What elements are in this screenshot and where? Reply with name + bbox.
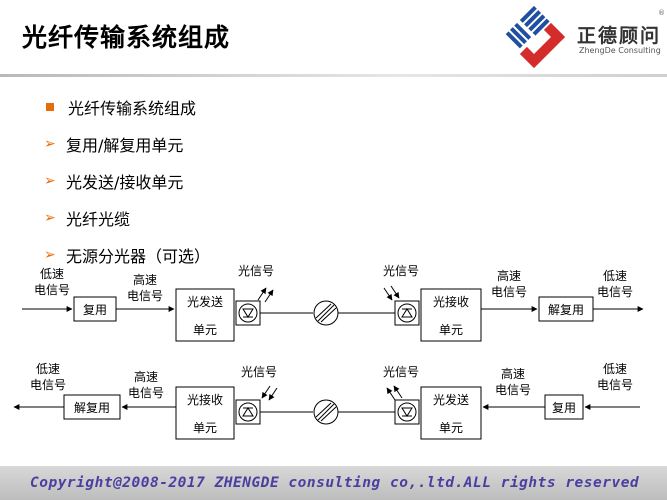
arrow-bullet-icon: ➢: [44, 246, 56, 263]
photodiode-icon: [397, 303, 417, 323]
low-speed-label: 低速: [603, 362, 627, 376]
footer-bar: Copyright@2008-2017 ZHENGDE consulting c…: [0, 466, 667, 500]
tx-unit-label: 光发送: [187, 294, 223, 309]
mux-label: 复用: [83, 303, 107, 317]
logo-mark-icon: [505, 6, 566, 68]
arrow-bullet-icon: ➢: [44, 209, 56, 226]
laser-diode-icon: [238, 303, 258, 323]
mux-box: [544, 394, 584, 420]
demux-label: 解复用: [548, 303, 584, 317]
demux-label: 解复用: [74, 401, 110, 415]
bullet-item: ➢ 复用/解复用单元: [44, 125, 210, 162]
rx-unit-box: [420, 288, 482, 342]
logo-brand-cn: 正德顾问: [577, 25, 662, 47]
arrow-bullet-icon: ➢: [44, 135, 56, 152]
high-speed-label: 高速: [501, 366, 525, 381]
square-bullet-icon: [46, 102, 54, 111]
bullet-text: 光发送/接收单元: [66, 172, 184, 192]
photodiode-box: [235, 399, 261, 425]
demux-box: [538, 296, 594, 322]
registered-mark: ®: [658, 9, 665, 17]
light-reception-icon: [261, 385, 278, 401]
company-logo: 正德顾问 ZhengDe Consulting ®: [498, 6, 665, 68]
tx-unit-box: [175, 288, 235, 342]
laser-diode-box: [235, 300, 261, 326]
bullet-list: 光纤传输系统组成 ➢ 复用/解复用单元 ➢ 光发送/接收单元 ➢ 光纤光缆 ➢ …: [44, 88, 210, 273]
photodiode-icon: [238, 402, 258, 422]
low-speed-label: 低速: [40, 267, 64, 281]
light-emission-icon: [257, 287, 274, 303]
diagram-row-2: 低速 电信号 解复用 高速 电信号 光接收 单元 光信号 光信号: [13, 362, 640, 440]
tx-unit-label: 单元: [193, 323, 217, 337]
optical-signal-label: 光信号: [241, 365, 277, 379]
photodiode-box: [394, 300, 420, 326]
bullet-text: 无源分光器（可选）: [66, 246, 211, 266]
laser-diode-icon: [397, 402, 417, 422]
bullet-item: ➢ 无源分光器（可选）: [44, 236, 210, 273]
bullet-text: 光纤光缆: [66, 209, 131, 229]
low-speed-label: 电信号: [34, 283, 70, 297]
high-speed-label: 高速: [134, 369, 158, 384]
tx-unit-label: 光发送: [433, 392, 469, 407]
bullet-item: 光纤传输系统组成: [44, 88, 210, 125]
slide-title: 光纤传输系统组成: [22, 23, 231, 52]
title-divider: [0, 74, 667, 77]
fiber-coil-icon: [313, 399, 339, 425]
logo-brand-en: ZhengDe Consulting: [579, 46, 661, 55]
high-speed-label: 高速: [133, 272, 157, 287]
light-reception-icon: [383, 285, 400, 301]
high-speed-label: 电信号: [127, 289, 163, 303]
rx-unit-label: 单元: [193, 421, 217, 435]
rx-unit-label: 光接收: [433, 294, 469, 309]
bullet-text: 复用/解复用单元: [66, 135, 184, 155]
high-speed-label: 电信号: [491, 285, 527, 299]
high-speed-label: 高速: [497, 268, 521, 283]
bullet-item: ➢ 光发送/接收单元: [44, 162, 210, 199]
low-speed-label: 电信号: [30, 378, 66, 392]
laser-diode-box: [394, 399, 420, 425]
demux-box: [63, 394, 121, 420]
light-emission-icon: [386, 385, 403, 401]
fiber-system-diagram: 低速 电信号 复用 高速 电信号 光发送 单元 光信号 光信号: [13, 264, 644, 440]
optical-signal-label: 光信号: [383, 365, 419, 379]
tx-unit-label: 单元: [439, 421, 463, 435]
arrow-bullet-icon: ➢: [44, 172, 56, 189]
low-speed-label: 低速: [603, 269, 627, 283]
rx-unit-box: [175, 386, 235, 440]
optical-signal-label: 光信号: [383, 264, 419, 278]
high-speed-label: 电信号: [495, 383, 531, 397]
low-speed-label: 低速: [36, 362, 60, 376]
tx-unit-box: [420, 386, 482, 440]
rx-unit-label: 单元: [439, 323, 463, 337]
bullet-text: 光纤传输系统组成: [68, 98, 197, 118]
bullet-item: ➢ 光纤光缆: [44, 199, 210, 236]
mux-label: 复用: [552, 401, 576, 415]
rx-unit-label: 光接收: [187, 392, 223, 407]
high-speed-label: 电信号: [128, 386, 164, 400]
diagram-row-1: 低速 电信号 复用 高速 电信号 光发送 单元 光信号 光信号: [22, 264, 644, 342]
fiber-coil-icon: [313, 300, 339, 326]
low-speed-label: 电信号: [597, 378, 633, 392]
low-speed-label: 电信号: [597, 285, 633, 299]
optical-signal-label: 光信号: [238, 264, 274, 278]
copyright-text: Copyright@2008-2017 ZHENGDE consulting c…: [30, 475, 640, 491]
